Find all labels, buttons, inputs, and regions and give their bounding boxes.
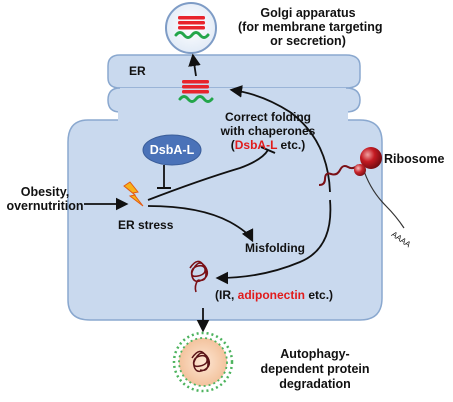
autophagy-line3: degradation [279, 377, 351, 391]
correct-folding-line3: (DsbA-L etc.) [213, 138, 323, 152]
er-protein-icon [178, 80, 214, 103]
correct-folding-close: etc.) [277, 138, 306, 152]
obesity-label: Obesity, overnutrition [2, 185, 88, 213]
ribosome-small-subunit [354, 164, 366, 176]
er-joiner [118, 106, 348, 126]
arrow-to-misfolded [215, 199, 332, 285]
misfolded-protein-icon [189, 260, 209, 293]
golgi-label-line1: Golgi apparatus [260, 6, 356, 20]
golgi-label: Golgi apparatus (for membrane targeting … [238, 6, 383, 48]
adiponectin-text: adiponectin [237, 288, 306, 302]
golgi-label-line2: (for membrane targeting [238, 20, 383, 34]
obesity-line1: Obesity, [20, 185, 70, 199]
nascent-chain [318, 164, 359, 186]
correct-folding-line2: with chaperones [220, 124, 316, 138]
autophagosome-inner [178, 337, 228, 387]
dsba-badge [142, 134, 202, 166]
ribosome-large-subunit [360, 147, 382, 169]
degraded-protein-icon [191, 350, 211, 373]
ir-adiponectin-label: (IR, adiponectin etc.) [215, 288, 333, 302]
autophagy-line2: dependent protein [260, 362, 370, 376]
obesity-line2: overnutrition [6, 199, 84, 213]
mrna-strand [362, 167, 405, 229]
er-stress-label: ER stress [118, 218, 174, 232]
inhibit-folding-bar [260, 146, 276, 154]
inhibit-stress-to-folding [147, 149, 269, 201]
er-label: ER [129, 64, 146, 78]
misfolding-label: Misfolding [245, 241, 305, 255]
lightning-icon [123, 181, 144, 207]
arrow-stress-to-misfolding [147, 205, 254, 243]
correct-folding-dsba: DsbA-L [234, 138, 278, 152]
autophagy-label: Autophagy- dependent protein degradation [255, 347, 375, 392]
correct-folding-label: Correct folding with chaperones (DsbA-L … [213, 110, 323, 152]
dsba-badge-label: DsbA-L [149, 143, 195, 157]
arrow-er-to-golgi [188, 53, 201, 77]
autophagy-line1: Autophagy- [280, 347, 350, 361]
autophagosome [172, 331, 234, 393]
golgi-label-line3: or secretion) [270, 34, 346, 48]
arrow-to-correct-folding [229, 85, 331, 193]
golgi-protein-icon [174, 16, 210, 39]
correct-folding-line1: Correct folding [225, 110, 311, 124]
ribosome-label: Ribosome [384, 152, 445, 166]
correct-folding-open: ( [230, 138, 235, 152]
ir-close: etc.) [305, 288, 334, 302]
ir-open: (IR, [215, 288, 238, 302]
